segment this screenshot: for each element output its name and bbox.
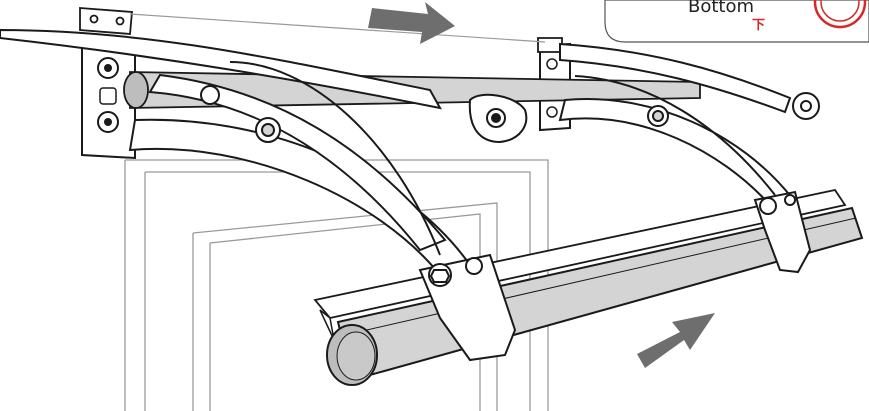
left-wall-plate bbox=[81, 38, 136, 160]
arrow-right-icon bbox=[368, 2, 455, 44]
top-tension-wire bbox=[129, 13, 546, 43]
arrow-up-right-icon bbox=[637, 313, 715, 368]
left-bracket-arm bbox=[0, 28, 472, 277]
arm-tip-eye bbox=[792, 92, 820, 120]
top-tabs bbox=[79, 7, 563, 53]
middle-joint bbox=[468, 93, 528, 144]
red-stamp-icon bbox=[813, 0, 867, 29]
bottom-label: Bottom bbox=[688, 0, 754, 17]
front-clamp-right bbox=[753, 190, 812, 274]
front-clamp-left bbox=[418, 253, 517, 362]
bottom-cjk-label: 下 bbox=[752, 18, 765, 33]
bottom-callout: Bottom 下 bbox=[604, 0, 869, 43]
right-bracket-arm bbox=[558, 42, 794, 207]
